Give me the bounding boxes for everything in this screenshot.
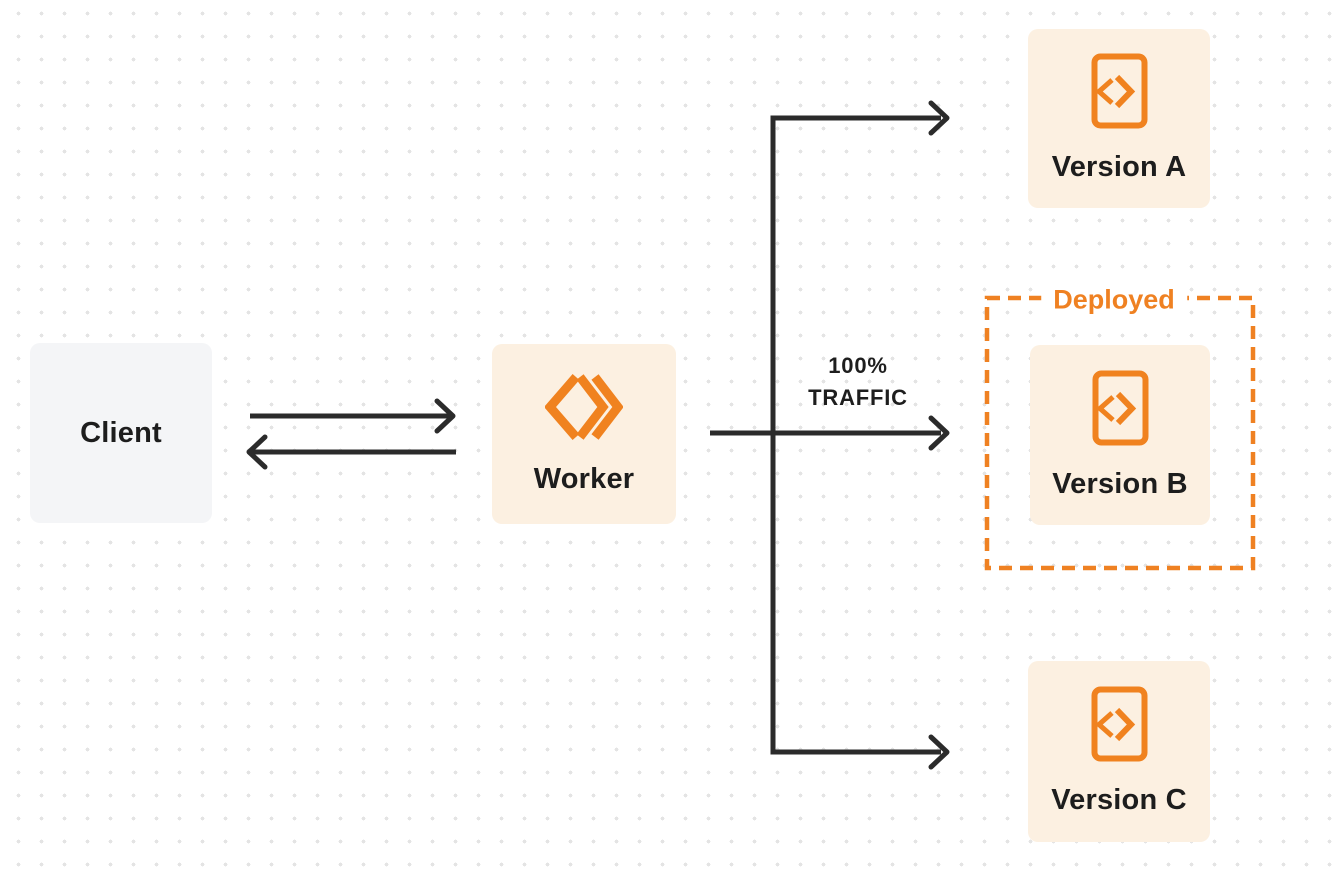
client-node: Client xyxy=(30,343,212,523)
code-file-icon xyxy=(1091,686,1148,762)
version-b-label: Version B xyxy=(1052,467,1188,500)
arrow-to-version-a xyxy=(928,100,950,136)
traffic-percentage-value: 100% xyxy=(828,353,888,378)
version-a-node: Version A xyxy=(1028,29,1210,208)
traffic-percentage-label: 100% TRAFFIC xyxy=(808,350,908,414)
client-label: Client xyxy=(80,416,162,449)
worker-label: Worker xyxy=(533,462,635,495)
version-b-node: Version B xyxy=(1030,345,1210,525)
worker-node: Worker xyxy=(492,344,676,524)
deployed-label: Deployed xyxy=(1041,284,1187,316)
code-file-icon xyxy=(1092,370,1149,446)
arrow-to-version-b xyxy=(710,415,950,451)
version-c-node: Version C xyxy=(1028,661,1210,842)
code-file-icon xyxy=(1091,53,1148,129)
workers-logo-icon xyxy=(545,373,623,441)
arrow-to-version-c xyxy=(928,734,950,770)
arrow-worker-to-client xyxy=(246,434,456,470)
version-c-label: Version C xyxy=(1051,784,1187,816)
arrow-client-to-worker xyxy=(250,398,456,434)
traffic-branch-trunk xyxy=(770,115,941,755)
version-a-label: Version A xyxy=(1051,151,1187,183)
traffic-word: TRAFFIC xyxy=(808,385,908,410)
